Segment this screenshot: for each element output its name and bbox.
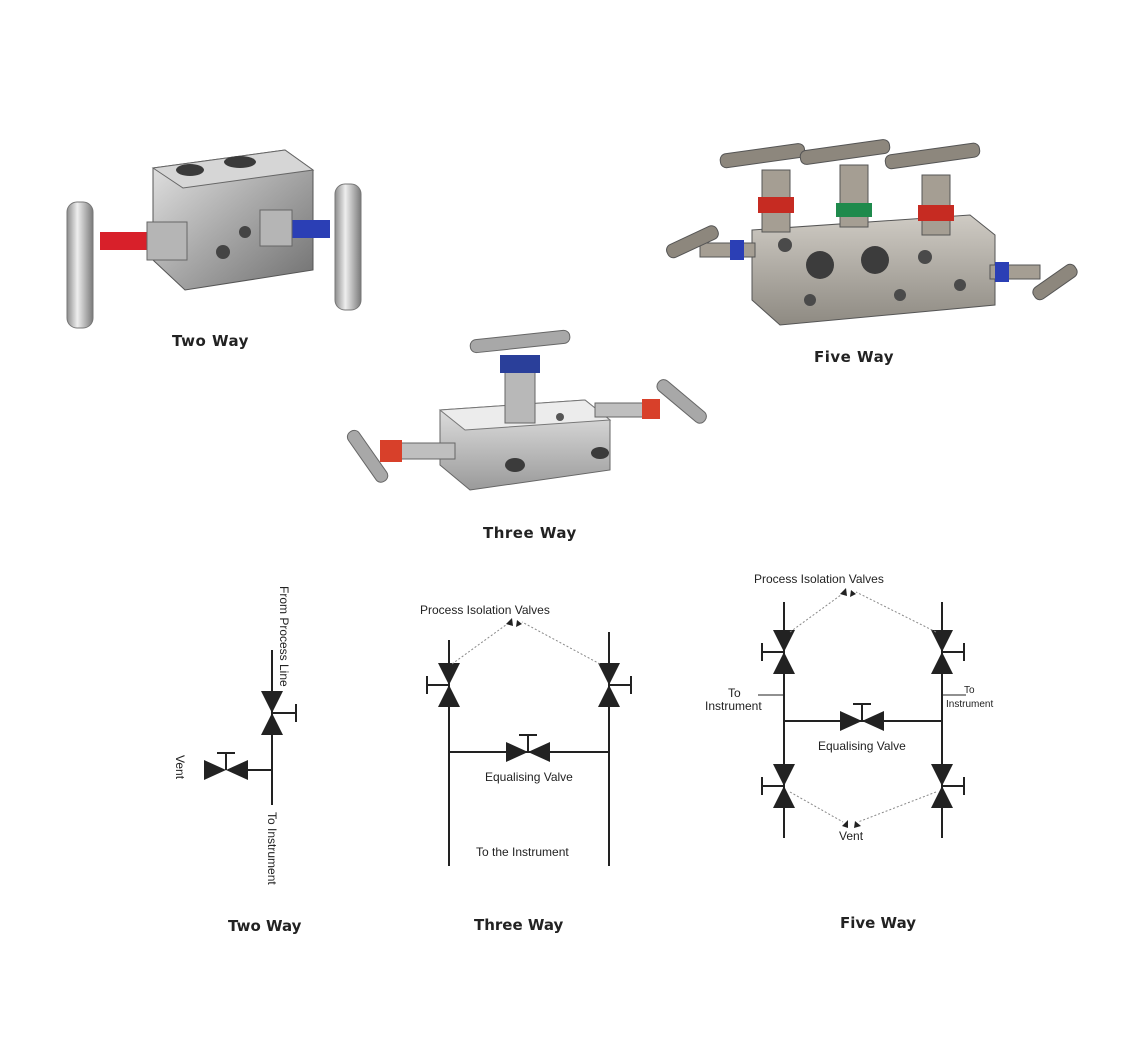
five-way-right-vent-valve xyxy=(931,764,965,808)
three-way-left-isolation-valve xyxy=(426,663,460,707)
three-way-equalising-label: Equalising Valve xyxy=(485,770,573,784)
two-way-manifold-photo xyxy=(66,149,362,329)
five-way-diagram: Process Isolation Valves To Instrument T… xyxy=(705,572,993,843)
three-way-right-isolation-valve xyxy=(598,663,632,707)
five-way-left-isolation-valve xyxy=(761,630,795,674)
five-way-isolation-label: Process Isolation Valves xyxy=(754,572,884,586)
five-way-manifold-photo xyxy=(666,139,1078,326)
two-way-process-valve xyxy=(261,691,297,735)
five-way-equalising-valve xyxy=(839,703,885,732)
three-way-equalising-valve xyxy=(505,734,551,763)
two-way-vent-valve xyxy=(203,752,249,781)
photo-caption-five-way: Five Way xyxy=(814,348,895,366)
three-way-isolation-label: Process Isolation Valves xyxy=(420,603,550,617)
five-way-to-label-right: To xyxy=(964,685,975,696)
two-way-diagram: From Process Line Vent To Instrument xyxy=(173,586,297,885)
diagram-caption-three-way: Three Way xyxy=(474,916,564,934)
photo-caption-two-way: Two Way xyxy=(172,332,249,350)
five-way-left-vent-valve xyxy=(761,764,795,808)
photo-caption-three-way: Three Way xyxy=(483,524,577,542)
five-way-vent-label: Vent xyxy=(839,829,864,843)
diagram-caption-five-way: Five Way xyxy=(840,914,916,932)
five-way-equalising-label: Equalising Valve xyxy=(818,739,906,753)
two-way-to-instrument-label: To Instrument xyxy=(265,812,279,885)
two-way-from-process-line-label: From Process Line xyxy=(277,586,291,687)
three-way-instrument-label: To the Instrument xyxy=(476,845,569,859)
red-cap xyxy=(100,232,160,250)
five-way-instrument-label-left: Instrument xyxy=(705,699,762,713)
five-way-right-isolation-valve xyxy=(931,630,965,674)
three-way-manifold-photo xyxy=(346,329,707,491)
two-way-vent-label: Vent xyxy=(173,755,187,780)
diagram-caption-two-way: Two Way xyxy=(228,917,302,935)
five-way-to-label-left: To xyxy=(728,686,741,700)
three-way-diagram: Process Isolation Valves Equalising Valv… xyxy=(420,603,632,866)
five-way-instrument-label-right: Instrument xyxy=(946,699,993,710)
